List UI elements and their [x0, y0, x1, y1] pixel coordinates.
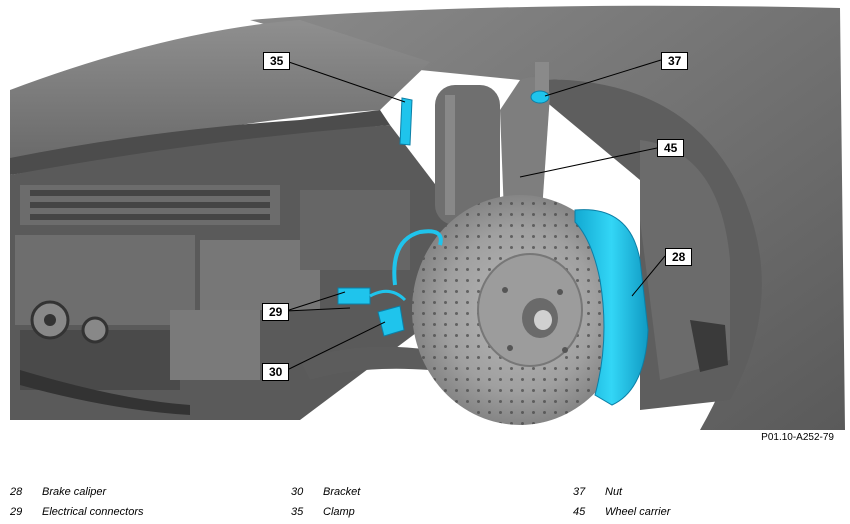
legend-label: Nut: [605, 486, 623, 498]
legend-item: 30 Bracket: [291, 482, 360, 502]
callout-30: 30: [262, 363, 290, 381]
legend-column-1: 28 Brake caliper 29 Electrical connector…: [10, 482, 144, 522]
legend-number: 28: [10, 486, 23, 498]
leader-lines: [282, 59, 666, 372]
brake-line: [392, 229, 443, 286]
electrical-connectors: [337, 287, 407, 305]
callout-29: 29: [262, 303, 290, 321]
callout-28: 28: [665, 248, 693, 266]
legend-item: 45 Wheel carrier: [573, 502, 670, 522]
legend-label: Wheel carrier: [605, 506, 671, 518]
legend-number: 29: [10, 506, 23, 518]
legend-number: 45: [573, 506, 586, 518]
brake-assembly-illustration: [10, 5, 845, 430]
legend-label: Clamp: [323, 506, 355, 518]
legend-item: 35 Clamp: [291, 502, 360, 522]
legend-column-2: 30 Bracket 35 Clamp: [291, 482, 360, 522]
legend-label: Brake caliper: [42, 486, 107, 498]
legend-column-3: 37 Nut 45 Wheel carrier: [573, 482, 670, 522]
lower-control-arm: [300, 346, 430, 380]
bracket: [377, 305, 405, 337]
legend-number: 37: [573, 486, 586, 498]
callout-37: 37: [661, 52, 689, 70]
brake-caliper: [574, 209, 649, 406]
nut: [530, 90, 550, 104]
legend-label: Electrical connectors: [42, 506, 144, 518]
legend-number: 30: [291, 486, 304, 498]
clamp: [399, 97, 413, 146]
engine-bay: [10, 125, 470, 420]
figure-reference-code: P01.10-A252-79: [761, 432, 834, 443]
brake-disc: [412, 195, 628, 425]
legend-item: 37 Nut: [573, 482, 670, 502]
legend-label: Bracket: [323, 486, 361, 498]
legend-number: 35: [291, 506, 304, 518]
callout-35: 35: [263, 52, 291, 70]
legend-item: 28 Brake caliper: [10, 482, 144, 502]
legend-item: 29 Electrical connectors: [10, 502, 144, 522]
callout-45: 45: [657, 139, 685, 157]
